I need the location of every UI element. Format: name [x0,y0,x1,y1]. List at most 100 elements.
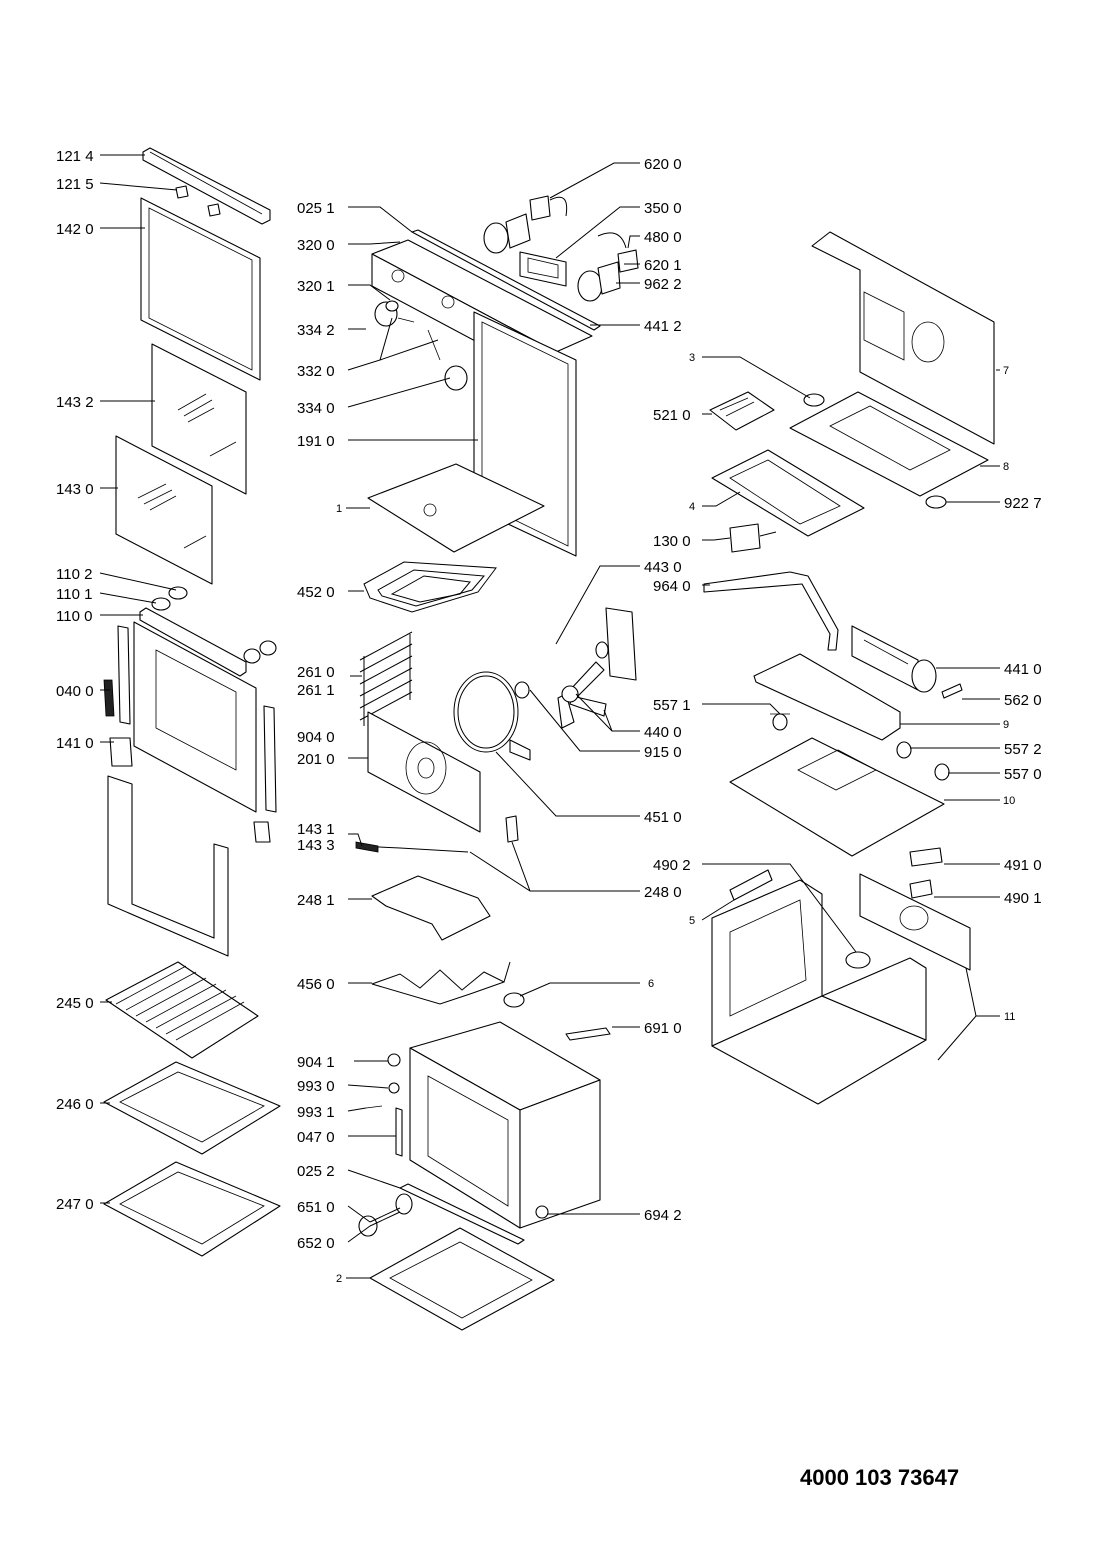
label-246-0: 246 0 [56,1096,94,1113]
cavity-parts [355,229,637,1331]
part-outer-casing [711,879,927,1105]
label-261-1: 261 1 [297,682,335,699]
label-247-0: 247 0 [56,1196,94,1213]
part-side-panel [859,873,971,971]
part-labels: 121 4 121 5 142 0 143 2 143 0 110 2 110 … [56,148,1042,1285]
label-10: 10 [1003,795,1015,807]
label-490-1: 490 1 [1004,890,1042,907]
label-350-0: 350 0 [644,200,682,217]
label-5: 5 [689,915,695,927]
label-110-1: 110 1 [56,586,92,603]
label-320-0: 320 0 [297,237,335,254]
part-vent-cover [729,869,773,901]
label-620-0: 620 0 [644,156,682,173]
part-power-block [713,523,777,553]
part-thermostat [577,232,639,302]
part-side-guide [395,1107,403,1157]
label-440-0: 440 0 [644,724,682,741]
label-143-0: 143 0 [56,481,94,498]
label-993-0: 993 0 [297,1078,335,1095]
label-201-0: 201 0 [297,751,335,768]
control-electronics [483,195,639,302]
label-121-5: 121 5 [56,176,94,193]
part-circular-element [453,671,531,761]
label-557-0: 557 0 [1004,766,1042,783]
label-025-2: 025 2 [297,1163,335,1180]
label-922-7: 922 7 [1004,495,1042,512]
label-8: 8 [1003,461,1009,473]
part-grill-element [363,561,497,613]
label-143-2: 143 2 [56,394,94,411]
label-915-0: 915 0 [644,744,682,761]
label-110-0: 110 0 [56,608,92,625]
part-seal-ring [925,495,947,509]
part-meat-probe [355,815,519,853]
label-557-1: 557 1 [653,697,691,714]
label-141-0: 141 0 [56,735,94,752]
part-wire-shelf [105,961,259,1059]
label-2: 2 [336,1273,342,1285]
part-safety-thermostats [770,713,950,781]
part-selector-switch [483,195,568,254]
part-door-latch [109,737,133,767]
label-334-0: 334 0 [297,400,335,417]
part-knob-spindle [387,1053,401,1067]
label-620-1: 620 1 [644,257,682,274]
part-cable-clamp [909,879,933,899]
part-grill-shield [371,875,491,941]
label-962-2: 962 2 [644,276,682,293]
part-connector [941,683,963,699]
part-lamp [503,992,525,1008]
part-washers [151,586,277,664]
part-fan-cover [367,711,481,833]
part-casing-floor [729,737,945,857]
label-9: 9 [1003,719,1009,731]
part-door-outer-glass [140,197,261,381]
part-lower-element [371,961,511,1005]
label-334-2: 334 2 [297,322,335,339]
part-terminal-block [909,847,943,867]
label-451-0: 451 0 [644,809,682,826]
label-143-1: 143 1 [297,821,335,838]
part-bottom-plate [369,1227,555,1331]
label-121-4: 121 4 [56,148,94,165]
part-side-racks [359,631,413,726]
part-hinge-bracket [175,185,221,217]
label-441-0: 441 0 [1004,661,1042,678]
part-screw [365,1105,383,1109]
label-130-0: 130 0 [653,533,691,550]
label-191-0: 191 0 [297,433,335,450]
casing-parts [703,231,995,1105]
part-cable-gland [845,951,871,969]
label-452-0: 452 0 [297,584,335,601]
part-air-duct [703,571,839,651]
label-441-2: 441 2 [644,318,682,335]
label-040-0: 040 0 [56,683,94,700]
label-332-0: 332 0 [297,363,335,380]
label-248-1: 248 1 [297,892,335,909]
part-door-bar [139,607,247,677]
part-cooling-fan [851,625,937,693]
label-1: 1 [336,503,342,515]
part-board-plate [711,449,865,537]
label-694-2: 694 2 [644,1207,682,1224]
label-110-2: 110 2 [56,566,92,583]
label-480-0: 480 0 [644,229,682,246]
part-panel-strip [411,229,601,331]
label-964-0: 964 0 [653,578,691,595]
part-fan-nut [514,681,530,699]
label-456-0: 456 0 [297,976,335,993]
label-521-0: 521 0 [653,407,691,424]
part-bottom-strip [399,1183,525,1245]
part-sensor [565,1027,611,1041]
part-oven-cavity [409,1021,601,1229]
part-door-clip [253,821,271,843]
label-443-0: 443 0 [644,559,682,576]
part-door-hinges [103,625,277,813]
label-651-0: 651 0 [297,1199,335,1216]
part-rear-panel [811,231,995,445]
document-number: 4000 103 73647 [800,1465,960,1490]
label-491-0: 491 0 [1004,857,1042,874]
label-904-0: 904 0 [297,729,335,746]
label-047-0: 047 0 [297,1129,335,1146]
